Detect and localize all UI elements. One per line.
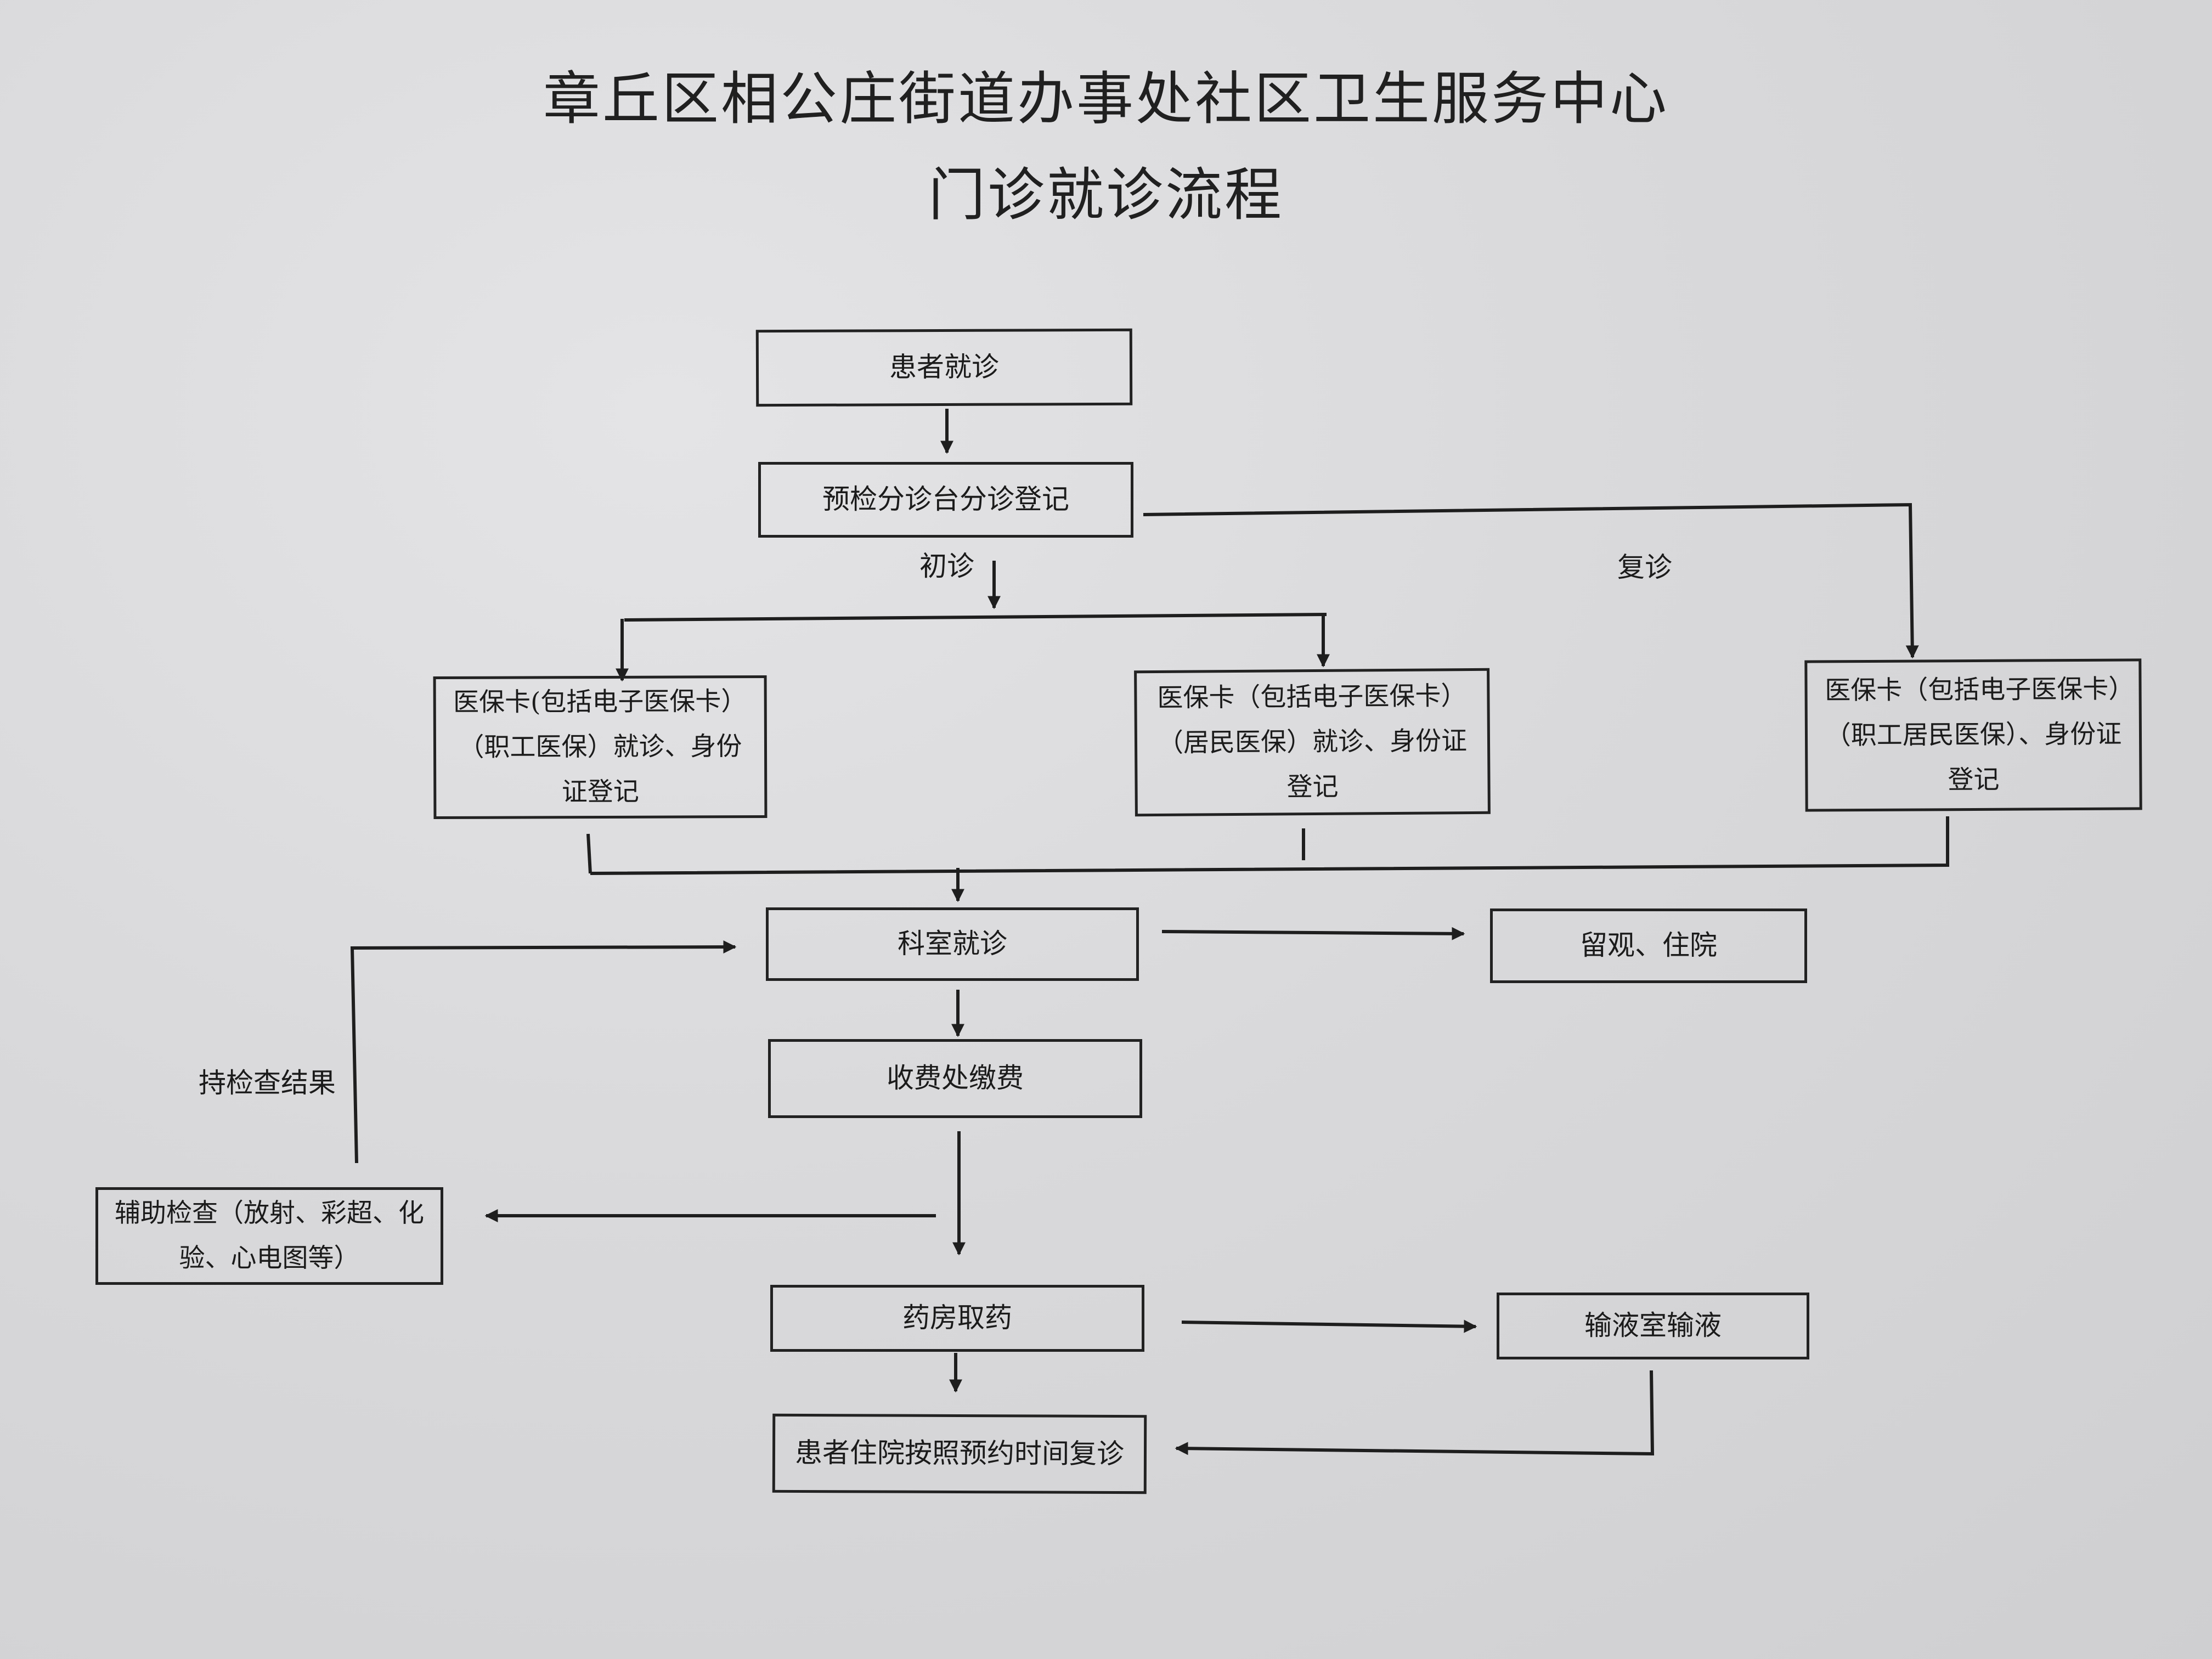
node-pharmacy: 药房取药 bbox=[770, 1285, 1144, 1352]
node-department-visit: 科室就诊 bbox=[766, 907, 1139, 981]
node-return-visit-insurance: 医保卡（包括电子医保卡）（职工居民医保）、身份证登记 bbox=[1804, 658, 2142, 812]
node-payment: 收费处缴费 bbox=[768, 1039, 1142, 1118]
arrow-to-observation bbox=[1161, 927, 1465, 940]
node-patient-visit: 患者就诊 bbox=[755, 328, 1133, 407]
label-with-results: 持检查结果 bbox=[199, 1067, 336, 1099]
node-infusion: 输液室输液 bbox=[1497, 1293, 1809, 1359]
label-first-visit: 初诊 bbox=[919, 550, 974, 582]
merge-from-employee bbox=[586, 833, 592, 874]
merge-from-return-visit bbox=[590, 816, 1949, 875]
arrow-infusion-to-follow-up bbox=[1175, 1370, 1655, 1456]
node-observation-admission: 留观、住院 bbox=[1490, 909, 1807, 983]
first-visit-split-line bbox=[624, 613, 1327, 622]
node-auxiliary-exam: 辅助检查（放射、彩超、化验、心电图等） bbox=[95, 1187, 443, 1285]
node-triage-registration: 预检分诊台分诊登记 bbox=[758, 462, 1133, 538]
label-return-visit: 复诊 bbox=[1617, 551, 1672, 583]
node-employee-insurance: 医保卡(包括电子医保卡）（职工医保）就诊、身份证登记 bbox=[433, 675, 768, 820]
arrow-to-infusion bbox=[1181, 1319, 1477, 1333]
node-follow-up: 患者住院按照预约时间复诊 bbox=[772, 1413, 1147, 1494]
node-resident-insurance: 医保卡（包括电子医保卡）（居民医保）就诊、身份证登记 bbox=[1134, 668, 1491, 817]
arrow-results-to-department bbox=[350, 940, 737, 1164]
page-title: 章丘区相公庄街道办事处社区卫生服务中心 bbox=[543, 65, 1669, 132]
page-subtitle: 门诊就诊流程 bbox=[928, 161, 1284, 228]
arrow-to-return-visit-insurance bbox=[1143, 503, 1919, 659]
